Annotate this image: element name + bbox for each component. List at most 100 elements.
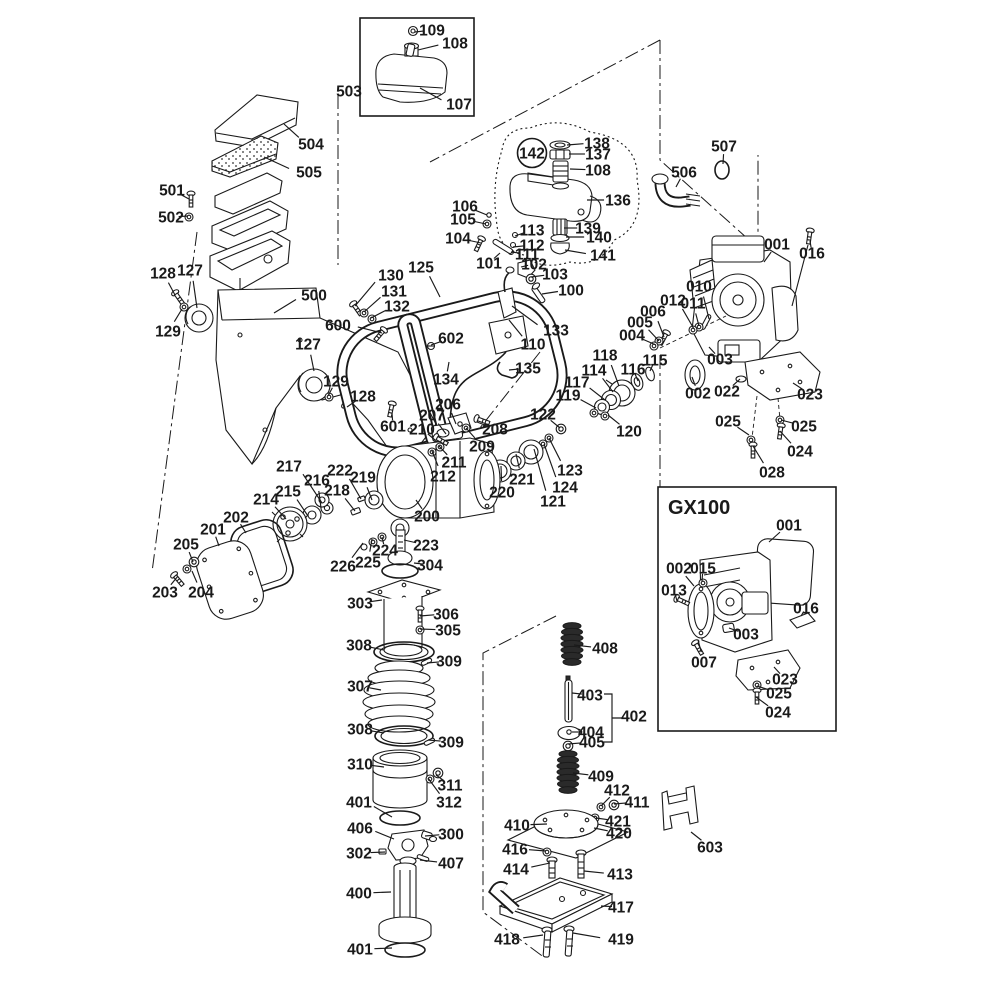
leader-125 xyxy=(429,276,441,298)
callout-410: 410 xyxy=(504,818,530,835)
leader-110 xyxy=(508,319,523,337)
leader-200 xyxy=(415,499,423,510)
leader-411 xyxy=(613,802,627,805)
callout-406: 406 xyxy=(347,821,373,838)
callout-114: 114 xyxy=(581,363,606,380)
part-409-spring xyxy=(556,750,580,794)
callout-111: 111 xyxy=(515,247,540,264)
callout-127: 127 xyxy=(177,263,203,280)
leader-106 xyxy=(474,209,488,216)
gx100-inset-box: GX100 xyxy=(657,486,837,732)
leader-501 xyxy=(179,193,190,200)
fuel-tank-inset-box xyxy=(359,17,475,117)
leader-116 xyxy=(634,374,639,382)
part-139-strainer xyxy=(552,218,568,236)
callout-133: 133 xyxy=(543,323,569,340)
callout-310: 310 xyxy=(347,757,373,774)
part-003-spacer xyxy=(724,344,740,356)
leader-225 xyxy=(369,538,373,552)
callout-412: 412 xyxy=(604,783,630,800)
leader-221 xyxy=(515,453,520,469)
callout-137: 137 xyxy=(585,147,611,164)
callout-226: 226 xyxy=(330,559,356,576)
part-305-washer xyxy=(415,625,425,635)
leader-113 xyxy=(514,232,525,237)
callout-002: 002 xyxy=(666,561,692,578)
leader-006 xyxy=(657,320,665,338)
callout-505: 505 xyxy=(296,165,322,182)
leader-409 xyxy=(572,772,589,776)
leader-122 xyxy=(550,419,561,429)
crank-bearing-parts-right xyxy=(488,366,655,483)
leader-202 xyxy=(240,523,247,534)
leader-107 xyxy=(419,87,442,101)
part-309-pin xyxy=(420,657,433,666)
leader-312 xyxy=(427,777,441,795)
leader-401 xyxy=(374,947,393,950)
leader-118 xyxy=(610,364,620,387)
callout-208: 208 xyxy=(482,422,508,439)
leader-419 xyxy=(572,932,601,939)
part-408-spring xyxy=(560,622,584,666)
part-312-washer xyxy=(425,774,435,784)
callout-205: 205 xyxy=(173,537,199,554)
leader-108 xyxy=(417,44,439,51)
callout-202: 202 xyxy=(223,510,249,527)
callout-403: 403 xyxy=(577,688,603,705)
callout-141: 141 xyxy=(590,248,616,265)
part-101-rod xyxy=(492,238,513,254)
spring-assembly xyxy=(556,622,624,794)
leader-407 xyxy=(419,859,438,863)
leader-302 xyxy=(370,851,386,854)
leader-024 xyxy=(755,696,769,707)
part-217-washer xyxy=(314,492,330,508)
leader-206 xyxy=(451,412,457,425)
callout-417: 417 xyxy=(608,900,634,917)
leader-132 xyxy=(370,310,386,319)
leader-214 xyxy=(274,506,287,520)
part-223-crankshaft xyxy=(387,518,413,566)
callout-132: 132 xyxy=(384,299,410,316)
bracket-402 xyxy=(604,693,624,743)
callout-118: 118 xyxy=(592,348,617,365)
callout-600: 600 xyxy=(325,318,351,335)
leader-504 xyxy=(283,123,300,138)
callout-419: 419 xyxy=(608,932,634,949)
part-127-damper xyxy=(184,303,214,333)
callout-217: 217 xyxy=(276,459,302,476)
callout-200: 200 xyxy=(414,509,440,526)
leader-002 xyxy=(685,575,695,587)
leader-507 xyxy=(722,154,725,165)
leader-223 xyxy=(403,539,417,544)
part-135-cable-clamp xyxy=(496,361,519,379)
part-401-o-ring xyxy=(384,942,426,958)
part-219-bearing xyxy=(364,490,384,510)
leader-216 xyxy=(318,490,322,509)
leader-128 xyxy=(346,400,357,408)
part-204-washer xyxy=(182,564,192,574)
leader-506 xyxy=(675,178,681,188)
callout-309: 309 xyxy=(438,735,464,752)
callout-023: 023 xyxy=(772,672,798,689)
leader-420 xyxy=(593,827,608,832)
part-506-elbow-pipe xyxy=(651,173,701,208)
gx100-box-title: GX100 xyxy=(668,497,730,519)
leader-211 xyxy=(438,445,448,456)
leader-104 xyxy=(468,239,482,244)
part-108-clip xyxy=(405,43,416,57)
leader-405 xyxy=(567,742,582,745)
leader-135 xyxy=(508,368,520,371)
part-218-key xyxy=(350,507,361,516)
part-502-washer xyxy=(184,212,194,222)
leader-127 xyxy=(310,354,315,372)
leader-203 xyxy=(170,575,179,586)
crankcase-assembly xyxy=(360,412,501,579)
part-507-o-ring xyxy=(714,160,730,180)
callout-401: 401 xyxy=(346,795,372,812)
leader-120 xyxy=(607,414,620,425)
part-136-fuel-tank xyxy=(509,172,602,223)
leader-418 xyxy=(523,934,544,939)
part-003-spacer-gx xyxy=(722,622,735,634)
callout-139: 139 xyxy=(575,221,601,238)
